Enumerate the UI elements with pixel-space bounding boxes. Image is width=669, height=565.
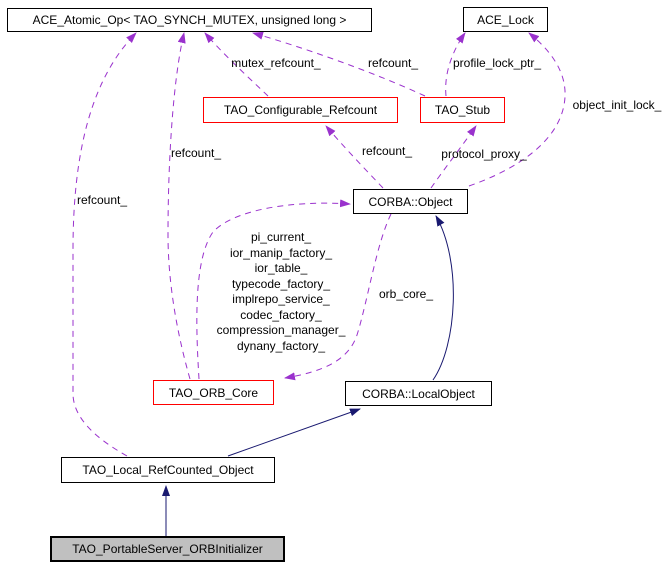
edge-usage-configurable-refcount-to-atomic-op <box>204 32 269 97</box>
edge-usage-corba-object-to-orb-core <box>284 213 392 381</box>
class-node-ace-atomic-op[interactable]: ACE_Atomic_Op< TAO_SYNCH_MUTEX, unsigned… <box>7 8 372 32</box>
edge-usage-corba-object-to-stub <box>430 125 477 189</box>
class-node-tao-stub[interactable]: TAO_Stub <box>420 97 505 123</box>
edge-usage-stub-to-ace-lock <box>445 32 466 97</box>
class-node-corba-object[interactable]: CORBA::Object <box>353 189 468 214</box>
edge-usage-stub-to-atomic-op <box>252 31 426 97</box>
class-node-tao-portableserver-orbinitializer: TAO_PortableServer_ORBInitializer <box>50 536 285 562</box>
edge-usage-corba-object-to-ace-lock <box>468 32 566 187</box>
edge-inherit-local-object-to-corba-object <box>432 215 454 381</box>
class-node-ace-lock[interactable]: ACE_Lock <box>463 7 548 32</box>
edge-usage-orb-core-to-atomic-op <box>167 32 191 380</box>
edge-usage-local-refcounted-to-atomic-op <box>72 32 137 457</box>
class-node-tao-configurable-refcount[interactable]: TAO_Configurable_Refcount <box>203 97 398 123</box>
class-node-corba-local-object[interactable]: CORBA::LocalObject <box>345 381 492 406</box>
edge-usage-corba-object-to-configurable-refcount <box>325 125 384 189</box>
edge-inherit-local-refcounted-to-local-object <box>227 408 361 457</box>
class-node-tao-local-refcounted-object[interactable]: TAO_Local_RefCounted_Object <box>61 457 275 483</box>
class-node-tao-orb-core[interactable]: TAO_ORB_Core <box>153 380 274 405</box>
edge-usage-orb-core-to-corba-object <box>196 199 351 380</box>
